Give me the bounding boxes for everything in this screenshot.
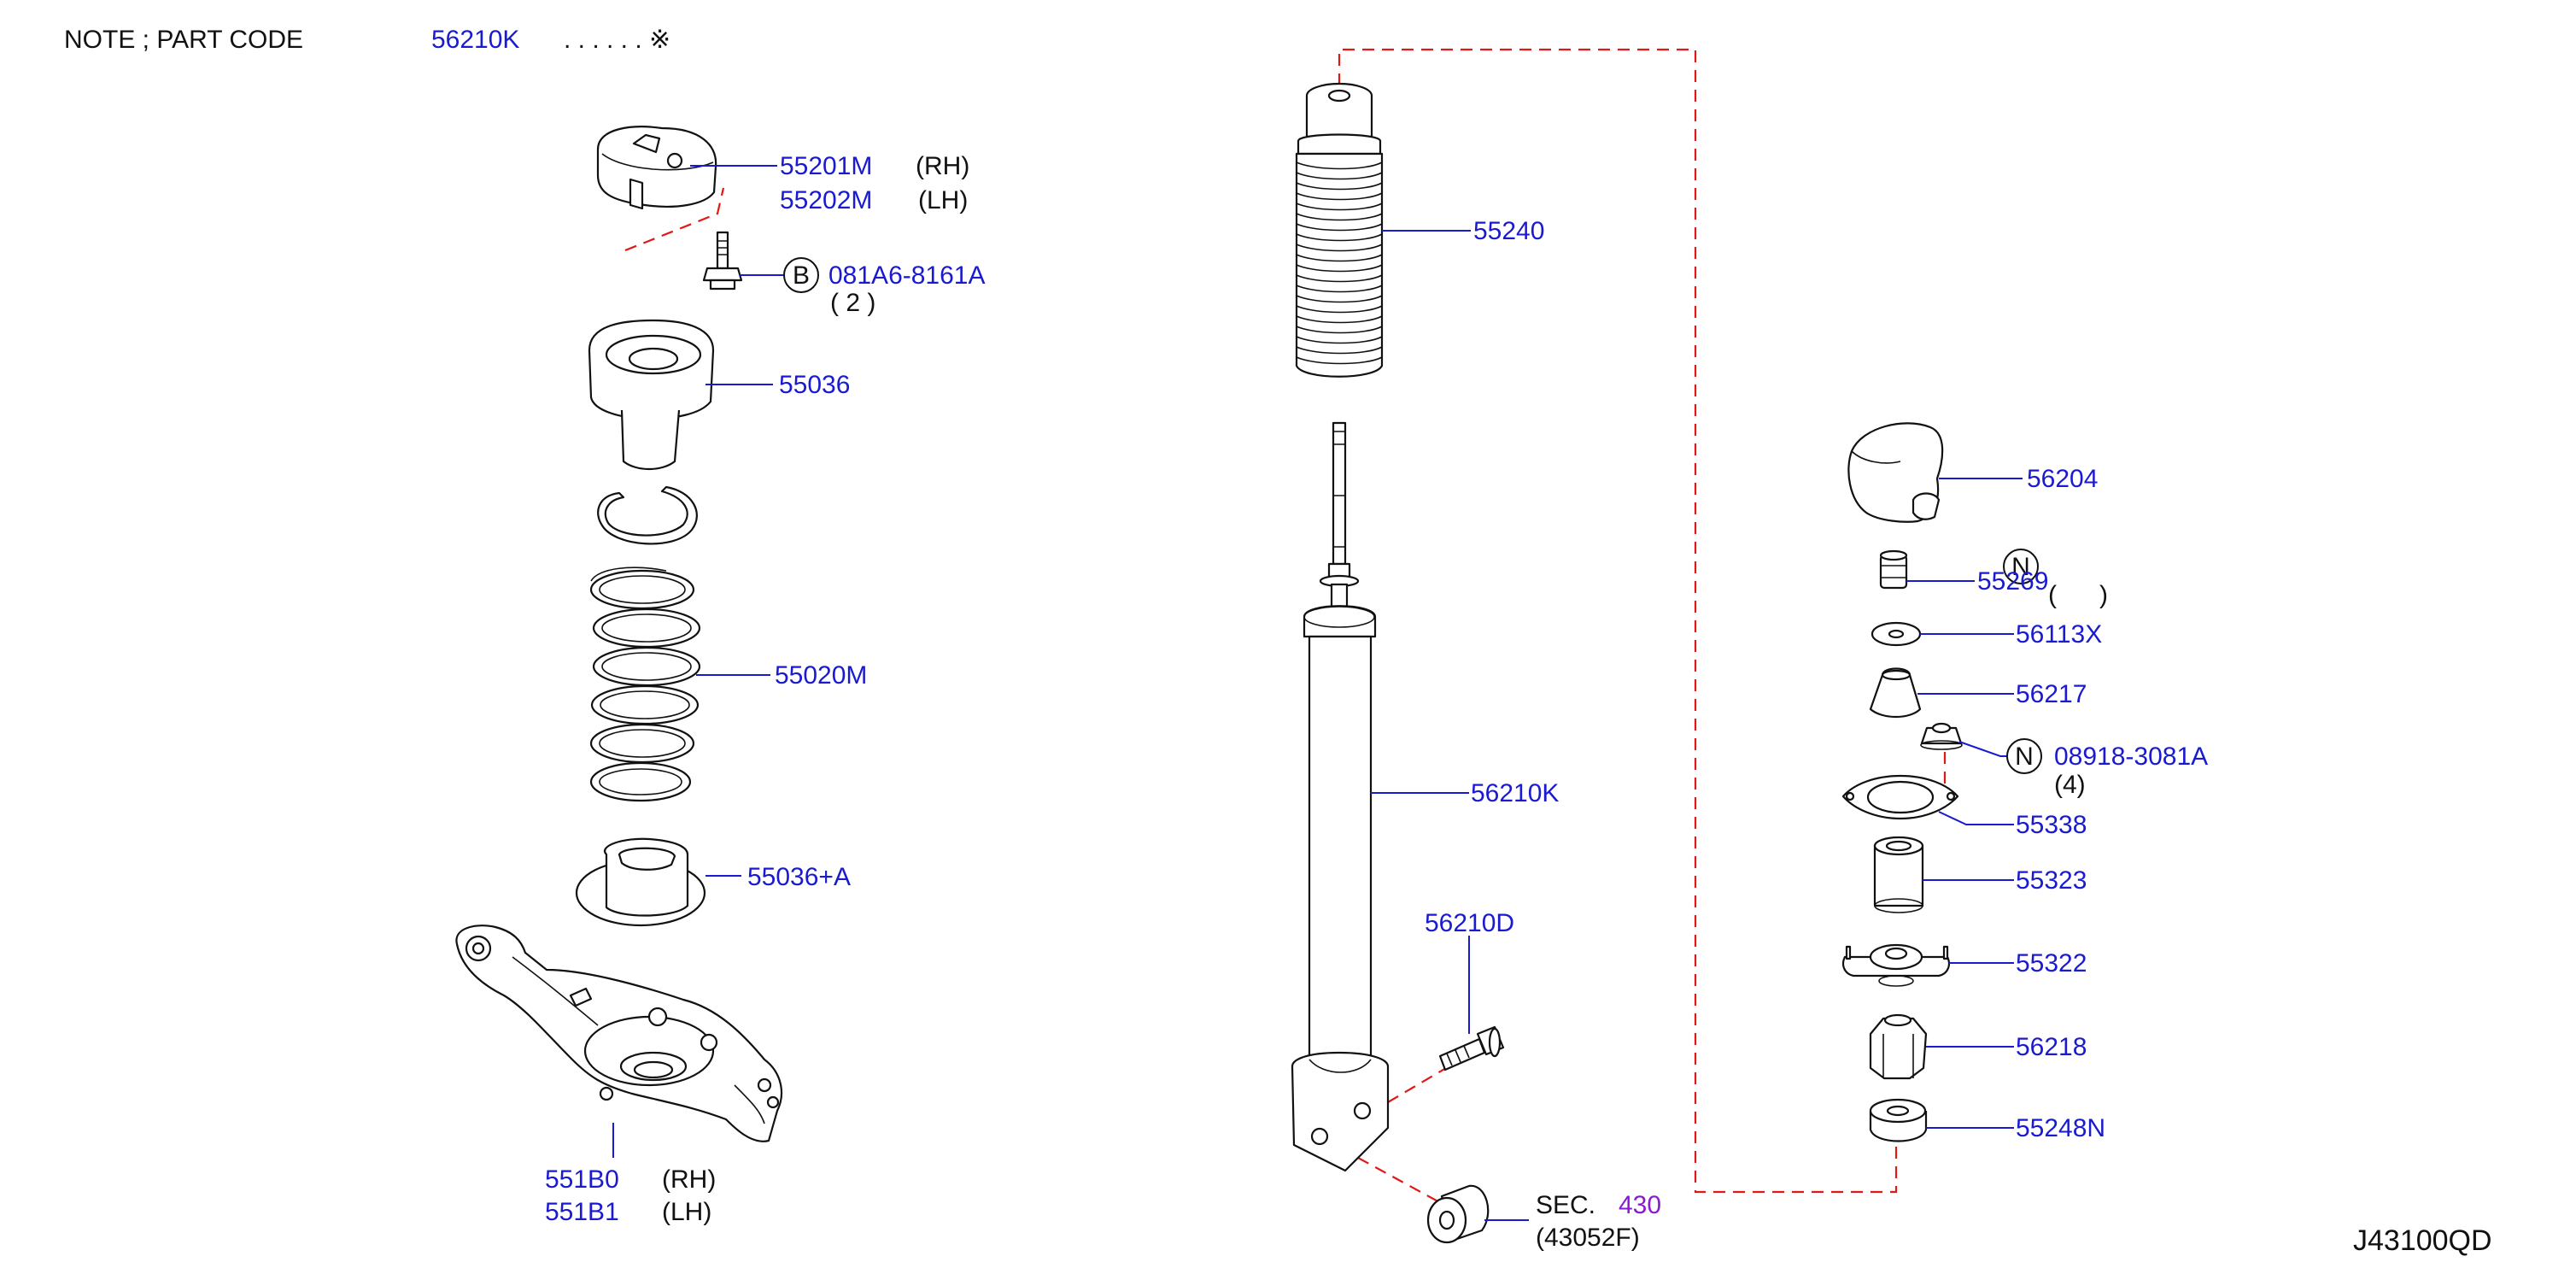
label-56210D[interactable]: 56210D <box>1425 909 1514 937</box>
label-56218[interactable]: 56218 <box>2016 1033 2087 1061</box>
label-55338[interactable]: 55338 <box>2016 811 2087 839</box>
label-55036A[interactable]: 55036+A <box>747 863 851 891</box>
label-55269[interactable]: 55269 <box>1977 567 2048 596</box>
label-55248N[interactable]: 55248N <box>2016 1114 2105 1142</box>
label-sec-sub: (43052F) <box>1536 1224 1640 1252</box>
label-bolt-qty: ( 2 ) <box>830 289 875 317</box>
label-551B1[interactable]: 551B1 <box>545 1198 619 1226</box>
label-55020M[interactable]: 55020M <box>775 661 867 690</box>
snap-ring-drawing[interactable] <box>597 485 698 545</box>
label-55322[interactable]: 55322 <box>2016 949 2087 977</box>
label-55202M-side: (LH) <box>918 186 968 214</box>
bump-stop-56217-drawing[interactable] <box>1869 667 1922 718</box>
bolt-code-circle-letter: B <box>793 261 810 290</box>
label-55202M[interactable]: 55202M <box>780 186 872 214</box>
upper-mount-drawing[interactable] <box>596 126 717 210</box>
dashed-link-bumper-to-kit <box>1338 48 1898 1194</box>
nut-code-circle-top <box>2003 549 2039 584</box>
bushing-43052F-drawing[interactable] <box>1426 1184 1490 1244</box>
dust-cap-drawing[interactable] <box>1847 422 1944 523</box>
lower-link-drawing[interactable] <box>455 925 783 1142</box>
bolt-56210D-drawing[interactable] <box>1438 1025 1505 1071</box>
washer-56113X-drawing[interactable] <box>1871 621 1922 647</box>
dust-boot-drawing[interactable] <box>1295 82 1384 378</box>
label-551B0-side: (RH) <box>662 1165 716 1194</box>
label-55201M-side: (RH) <box>916 152 969 180</box>
note-suffix: . . . . . . ※ <box>564 26 670 54</box>
nut-55269-drawing[interactable] <box>1879 549 1908 590</box>
label-55269-paren: ( ) <box>2048 581 2108 609</box>
shock-absorber-drawing[interactable] <box>1291 421 1390 1172</box>
label-551B0[interactable]: 551B0 <box>545 1165 619 1194</box>
label-56210K[interactable]: 56210K <box>1471 779 1559 807</box>
nut-code-circle-bottom <box>2006 738 2042 774</box>
leader-55338 <box>1938 811 2014 825</box>
gasket-55338-drawing[interactable] <box>1841 774 1959 820</box>
label-nut-qty: (4) <box>2054 771 2086 799</box>
bushing-55248N-drawing[interactable] <box>1869 1098 1928 1142</box>
note-prefix: NOTE ; PART CODE <box>64 26 303 54</box>
sleeve-55323-drawing[interactable] <box>1873 836 1924 913</box>
label-55201M[interactable]: 55201M <box>780 152 872 180</box>
label-55036[interactable]: 55036 <box>779 371 850 399</box>
nut-code-circle-top-letter: N <box>2011 553 2030 581</box>
leader-08918 <box>1958 741 2007 757</box>
dashed-link-mount-to-bolt <box>624 187 725 252</box>
label-55240[interactable]: 55240 <box>1473 217 1544 245</box>
note-part-code[interactable]: 56210K <box>431 26 519 54</box>
label-nut-code[interactable]: 08918-3081A <box>2054 743 2208 771</box>
spring-seat-lower-drawing[interactable] <box>575 837 706 927</box>
label-55323[interactable]: 55323 <box>2016 866 2087 895</box>
label-56217[interactable]: 56217 <box>2016 680 2087 708</box>
label-bolt-code[interactable]: 081A6-8161A <box>828 261 986 290</box>
dashed-link-bracket-to-bushing <box>1357 1157 1453 1210</box>
upper-mount-55322-drawing[interactable] <box>1841 943 1951 987</box>
coil-spring-drawing[interactable] <box>589 566 701 802</box>
spring-seat-upper-drawing[interactable] <box>588 319 715 470</box>
bolt-081A6-drawing[interactable] <box>702 231 743 291</box>
label-56204[interactable]: 56204 <box>2027 465 2098 493</box>
nut-56218-drawing[interactable] <box>1869 1013 1928 1080</box>
label-sec-prefix: SEC. <box>1536 1191 1595 1219</box>
nut-code-circle-bottom-letter: N <box>2015 743 2034 771</box>
bolt-code-circle <box>783 257 819 293</box>
nut-08918-drawing[interactable] <box>1920 722 1963 750</box>
diagram-id: J43100QD <box>2353 1224 2492 1257</box>
label-56113X[interactable]: 56113X <box>2016 620 2102 649</box>
label-551B1-side: (LH) <box>662 1198 711 1226</box>
label-sec-number[interactable]: 430 <box>1619 1191 1661 1219</box>
